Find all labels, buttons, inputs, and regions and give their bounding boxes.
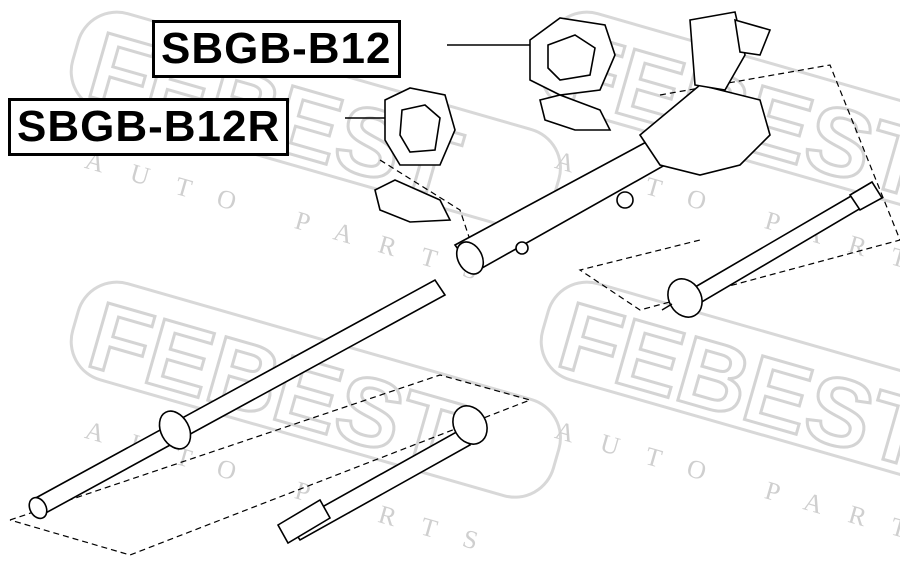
part-label-sbgb-b12[interactable]: SBGB-B12 <box>152 20 401 78</box>
steering-rack-housing <box>453 11 772 275</box>
dashed-outline-bottom <box>9 374 532 556</box>
watermark-bottom-right: FEBEST AUTO PARTS <box>539 281 900 563</box>
bushing-sbgb-b12 <box>529 17 616 131</box>
part-label-sbgb-b12r[interactable]: SBGB-B12R <box>8 98 290 156</box>
tie-rod-bottom <box>276 405 488 545</box>
dashed-guide <box>379 159 471 241</box>
tie-rod-right <box>661 180 884 318</box>
bushing-sbgb-b12r <box>374 87 456 223</box>
rack-tube <box>28 278 447 520</box>
watermark-brand: FEBEST <box>548 282 900 489</box>
dashed-outline-right <box>578 64 900 311</box>
